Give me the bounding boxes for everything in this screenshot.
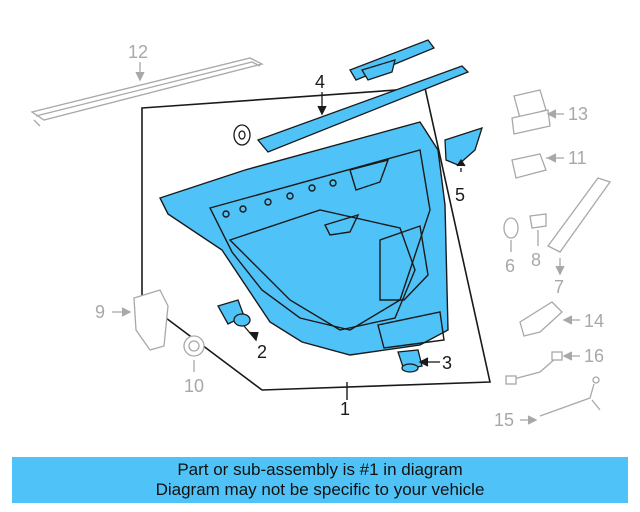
callout-5: 5: [455, 185, 465, 205]
banner-line-2: Diagram may not be specific to your vehi…: [155, 480, 485, 499]
callout-1: 1: [340, 399, 350, 419]
part-3-clip: [397, 349, 440, 373]
small-washer: [233, 124, 251, 146]
info-banner: Part or sub-assembly is #1 in diagram Di…: [12, 457, 628, 503]
part-8-clip: [529, 213, 547, 246]
part-12-sill-strip: [30, 57, 264, 127]
part-15-wire: [520, 376, 601, 425]
callout-9: 9: [95, 302, 105, 322]
part-14-handle: [519, 301, 580, 337]
part-2-clip: [217, 299, 259, 342]
parts-diagram: 1 2 3 4 5 6 7 8 9 10 11 12 13 14 15 16: [30, 39, 612, 430]
part-1-door-panel: [159, 121, 449, 400]
banner-line-1: Part or sub-assembly is #1 in diagram: [177, 460, 463, 479]
callout-11: 11: [568, 148, 587, 168]
callout-16: 16: [584, 346, 604, 366]
callout-13: 13: [568, 104, 588, 124]
part-6-grommet: [503, 217, 519, 252]
part-4-trim-strip: [256, 39, 470, 153]
callout-8: 8: [531, 250, 541, 270]
callout-12: 12: [128, 42, 148, 62]
part-7-pillar-trim: [547, 177, 612, 276]
part-16-cable: [505, 351, 580, 385]
callout-14: 14: [584, 311, 604, 331]
part-9-bracket: [112, 289, 169, 351]
callout-7: 7: [554, 277, 564, 297]
part-10-plug: [183, 335, 205, 372]
callout-3: 3: [442, 353, 452, 373]
part-5-handle: [444, 126, 484, 172]
callout-15: 15: [494, 410, 514, 430]
part-13-switch: [511, 89, 564, 135]
part-11-switch: [511, 153, 564, 179]
callout-2: 2: [257, 342, 267, 362]
callout-6: 6: [505, 256, 515, 276]
callout-10: 10: [184, 376, 204, 396]
assembly-frame: [141, 87, 491, 391]
callout-4: 4: [315, 72, 325, 92]
